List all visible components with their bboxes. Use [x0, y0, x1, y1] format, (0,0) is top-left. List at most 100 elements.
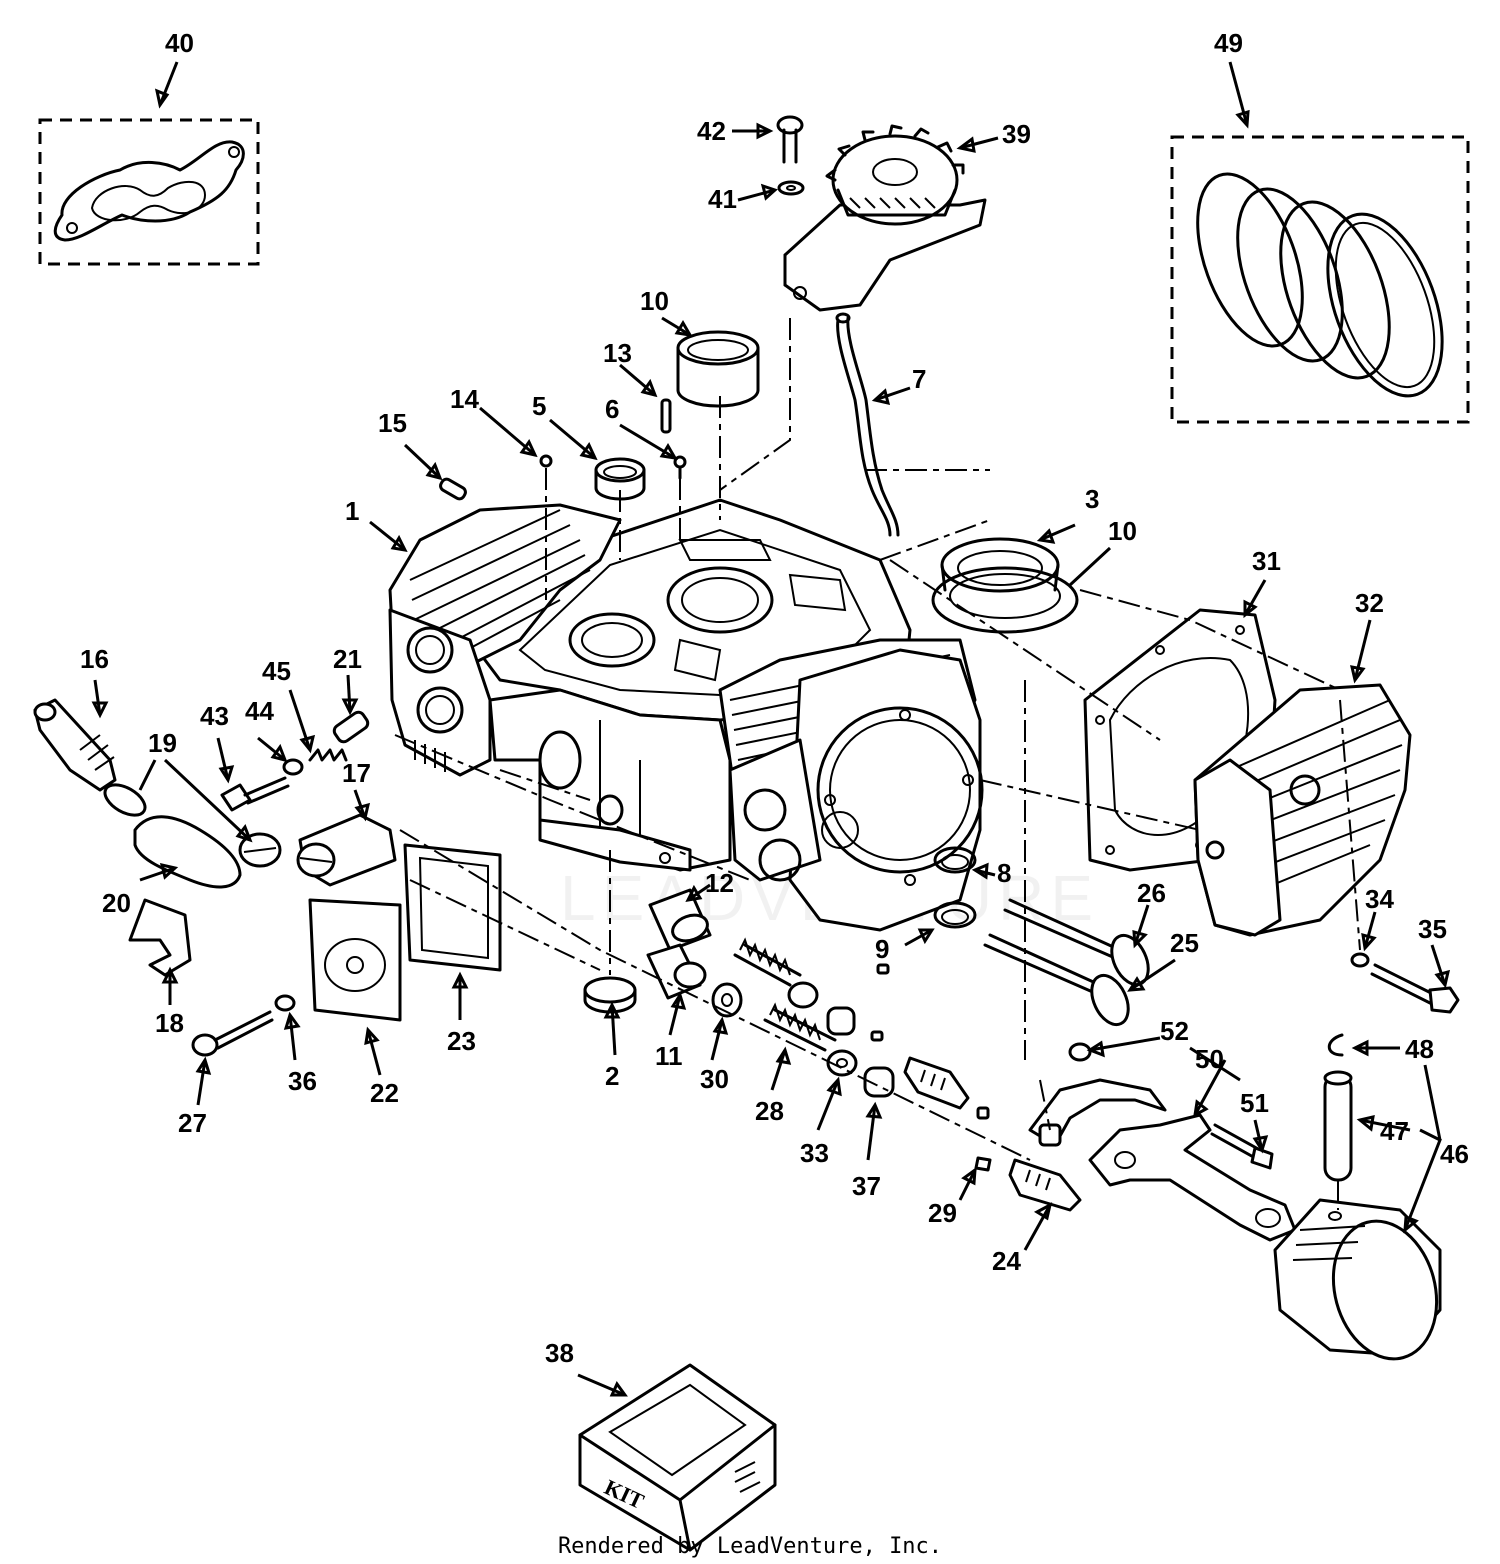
- pin-15: [439, 477, 467, 501]
- callout-43: 43: [200, 701, 229, 731]
- callout-42: 42: [697, 116, 726, 146]
- valve-spring-28: [763, 1002, 837, 1052]
- callout-44: 44: [245, 696, 274, 726]
- rod-cap: [1028, 1078, 1167, 1147]
- callout-24: 24: [992, 1246, 1021, 1276]
- callout-1: 1: [345, 496, 359, 526]
- callout-18: 18: [155, 1008, 184, 1038]
- washer-36: [274, 994, 296, 1012]
- bolt-42: [776, 115, 804, 164]
- callout-8: 8: [997, 858, 1011, 888]
- clamp-19-right: [238, 832, 282, 868]
- callout-31: 31: [1252, 546, 1281, 576]
- callout-14: 14: [450, 384, 479, 414]
- callout-35: 35: [1418, 914, 1447, 944]
- callout-46: 46: [1440, 1139, 1469, 1169]
- callout-6: 6: [605, 394, 619, 424]
- cap-upper: [826, 1006, 856, 1036]
- callout-37: 37: [852, 1171, 881, 1201]
- bolt-43: [220, 776, 290, 812]
- spring-45: [308, 748, 348, 762]
- callout-40: 40: [165, 28, 194, 58]
- dowel-pin-13: [660, 398, 672, 434]
- exhaust-valve-26: [1003, 898, 1150, 987]
- callout-11: 11: [655, 1041, 683, 1071]
- piston-46: [1273, 1198, 1442, 1361]
- spring-retainer-33: [826, 1049, 858, 1077]
- spring-upper: [733, 937, 802, 987]
- keeper-small: [870, 963, 890, 1042]
- tappet-12: [648, 888, 712, 952]
- callout-48: 48: [1405, 1034, 1434, 1064]
- elbow-hose-20: [133, 815, 242, 889]
- cylinder-head-32: [1193, 683, 1412, 937]
- plug-6: [673, 455, 687, 480]
- callout-23: 23: [447, 1026, 476, 1056]
- connecting-rod-50: [1088, 1113, 1297, 1242]
- callout-3: 3: [1085, 484, 1099, 514]
- valve-seat-8: [933, 846, 977, 874]
- callout-45: 45: [262, 656, 291, 686]
- callout-13: 13: [603, 338, 632, 368]
- callout-17: 17: [342, 758, 371, 788]
- piston-clip-48: [1327, 1033, 1344, 1057]
- callout-27: 27: [178, 1108, 207, 1138]
- washer-34: [1350, 952, 1370, 968]
- leaders: [91, 61, 1451, 1397]
- callout-28: 28: [755, 1096, 784, 1126]
- callout-29: 29: [928, 1198, 957, 1228]
- callout-9: 9: [875, 934, 889, 964]
- callout-26: 26: [1137, 878, 1166, 908]
- bearing-3: [940, 537, 1060, 593]
- piston-pin-47: [1323, 1070, 1353, 1182]
- clamp-19-left: [103, 783, 147, 817]
- breather-tube-7: [835, 312, 900, 537]
- washer-41: [777, 180, 805, 196]
- callout-51: 51: [1240, 1088, 1269, 1118]
- callout-21: 21: [333, 644, 362, 674]
- callout-39: 39: [1002, 119, 1031, 149]
- callout-52: 52: [1160, 1016, 1189, 1046]
- gasket-kit-box-38: KIT: [578, 1363, 777, 1552]
- callout-47: 47: [1380, 1116, 1409, 1146]
- keeper-lower: [976, 1106, 990, 1120]
- oil-pump-gear-39: [783, 124, 987, 312]
- callout-30: 30: [700, 1064, 729, 1094]
- keeper-29: [974, 1156, 992, 1172]
- callout-41: 41: [708, 184, 737, 214]
- callout-38: 38: [545, 1338, 574, 1368]
- valve-seat-9: [933, 901, 977, 929]
- callout-32: 32: [1355, 588, 1384, 618]
- callout-36: 36: [288, 1066, 317, 1096]
- callout-5: 5: [532, 391, 546, 421]
- gasket-kit-40: [38, 118, 260, 266]
- callout-34: 34: [1365, 884, 1394, 914]
- plug-14: [539, 454, 553, 468]
- tappet-11: [646, 943, 707, 1000]
- assembly-lines: [394, 318, 1361, 1210]
- bracket-18: [128, 898, 192, 977]
- callout-16: 16: [80, 644, 109, 674]
- nut-52: [1068, 1042, 1092, 1062]
- retainer-upper: [787, 981, 819, 1009]
- callout-33: 33: [800, 1138, 829, 1168]
- callout-2: 2: [605, 1061, 619, 1091]
- oil-filter-16: [33, 698, 117, 792]
- callout-12: 12: [705, 868, 734, 898]
- callout-19: 19: [148, 728, 177, 758]
- adapter-17: [296, 813, 397, 887]
- callout-22: 22: [370, 1078, 399, 1108]
- cover-22: [308, 898, 402, 1022]
- guide-upper: [903, 1056, 970, 1110]
- bolt-27: [191, 1010, 274, 1057]
- washer-44: [282, 758, 304, 776]
- callout-25: 25: [1170, 928, 1199, 958]
- callout-10-top: 10: [640, 286, 669, 316]
- intake-valve-25: [983, 933, 1130, 1027]
- callout-49: 49: [1214, 28, 1243, 58]
- callout-7: 7: [912, 364, 926, 394]
- callout-15: 15: [378, 408, 407, 438]
- valve-guide-24: [1008, 1158, 1082, 1212]
- render-credit: Rendered by LeadVenture, Inc.: [557, 1534, 943, 1559]
